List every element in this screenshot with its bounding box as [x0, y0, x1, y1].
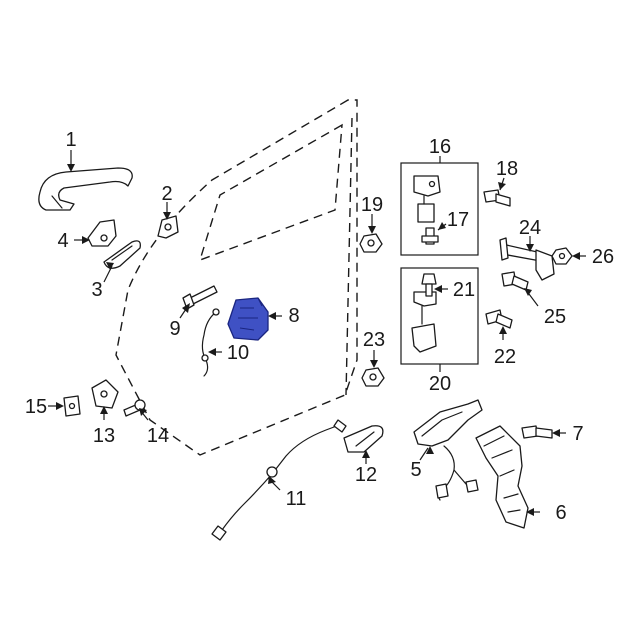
- bolt-17-icon[interactable]: [421, 227, 439, 245]
- inside-handle-icon[interactable]: [343, 425, 384, 453]
- callout-15-label: 15: [25, 396, 47, 418]
- callout-6-label: 6: [555, 502, 566, 524]
- callout-14[interactable]: 14: [139, 409, 169, 447]
- callout-24-label: 24: [519, 217, 541, 239]
- callout-19-label: 19: [361, 194, 383, 216]
- callout-9-label: 9: [169, 318, 180, 340]
- bolt-22-icon[interactable]: [485, 309, 513, 329]
- callout-23-label: 23: [363, 329, 385, 351]
- door-check-icon[interactable]: [499, 237, 555, 281]
- leader-arrowheads: [56, 164, 580, 516]
- nut-19-icon[interactable]: [359, 233, 383, 253]
- bolt-9-icon[interactable]: [182, 285, 218, 310]
- bolt-25-icon[interactable]: [501, 271, 529, 291]
- callout-26[interactable]: 26: [574, 246, 614, 268]
- callout-12-label: 12: [355, 464, 377, 486]
- callout-16-label: 16: [429, 136, 451, 158]
- callout-21-label: 21: [453, 279, 475, 301]
- callout-9[interactable]: 9: [169, 305, 189, 340]
- callout-26-label: 26: [592, 246, 614, 268]
- callout-25[interactable]: 25: [525, 289, 566, 328]
- callout-16[interactable]: 16: [429, 136, 451, 163]
- bolt-21-icon[interactable]: [421, 273, 437, 297]
- striker-icon[interactable]: [91, 379, 119, 409]
- handle-bracket-icon[interactable]: [87, 219, 117, 247]
- door-lock-actuator-icon[interactable]: [227, 297, 269, 341]
- callout-22-label: 22: [494, 346, 516, 368]
- callout-3-label: 3: [91, 279, 102, 301]
- bolt-18-icon[interactable]: [483, 189, 511, 207]
- handle-bezel-icon[interactable]: [103, 240, 141, 269]
- callout-13-label: 13: [93, 425, 115, 447]
- callout-18-label: 18: [496, 158, 518, 180]
- reinforcement-bracket-icon[interactable]: [475, 425, 529, 529]
- callout-11[interactable]: 11: [267, 477, 307, 510]
- callout-10-label: 10: [227, 342, 249, 364]
- callout-14-label: 14: [147, 425, 169, 447]
- callout-1-label: 1: [65, 129, 76, 151]
- callout-3[interactable]: 3: [91, 265, 113, 301]
- striker-shim-icon[interactable]: [63, 395, 81, 417]
- release-cable-icon[interactable]: [211, 419, 347, 541]
- callout-5[interactable]: 5: [410, 447, 429, 481]
- lock-cable-icon[interactable]: [201, 308, 220, 377]
- handle-gasket-icon[interactable]: [157, 215, 179, 239]
- nut-26-icon[interactable]: [551, 247, 573, 265]
- callout-2-label: 2: [161, 183, 172, 205]
- nut-23-icon[interactable]: [361, 367, 385, 387]
- callout-5-label: 5: [410, 459, 421, 481]
- door-outline: [115, 99, 358, 456]
- callout-25-label: 25: [544, 306, 566, 328]
- inside-handle-assembly-icon[interactable]: [413, 399, 483, 501]
- callout-4-label: 4: [57, 230, 68, 252]
- callout-8-label: 8: [288, 305, 299, 327]
- upper-hinge-group-icon[interactable]: [400, 162, 479, 256]
- bolt-7-icon[interactable]: [521, 425, 553, 439]
- callout-1[interactable]: 1: [65, 129, 77, 170]
- callout-20-label: 20: [429, 373, 451, 395]
- callout-17-label: 17: [447, 209, 469, 231]
- callout-20[interactable]: 20: [429, 364, 451, 395]
- callout-7-label: 7: [572, 423, 583, 445]
- callout-11-label: 11: [286, 488, 307, 510]
- outside-door-handle-icon[interactable]: [38, 167, 133, 211]
